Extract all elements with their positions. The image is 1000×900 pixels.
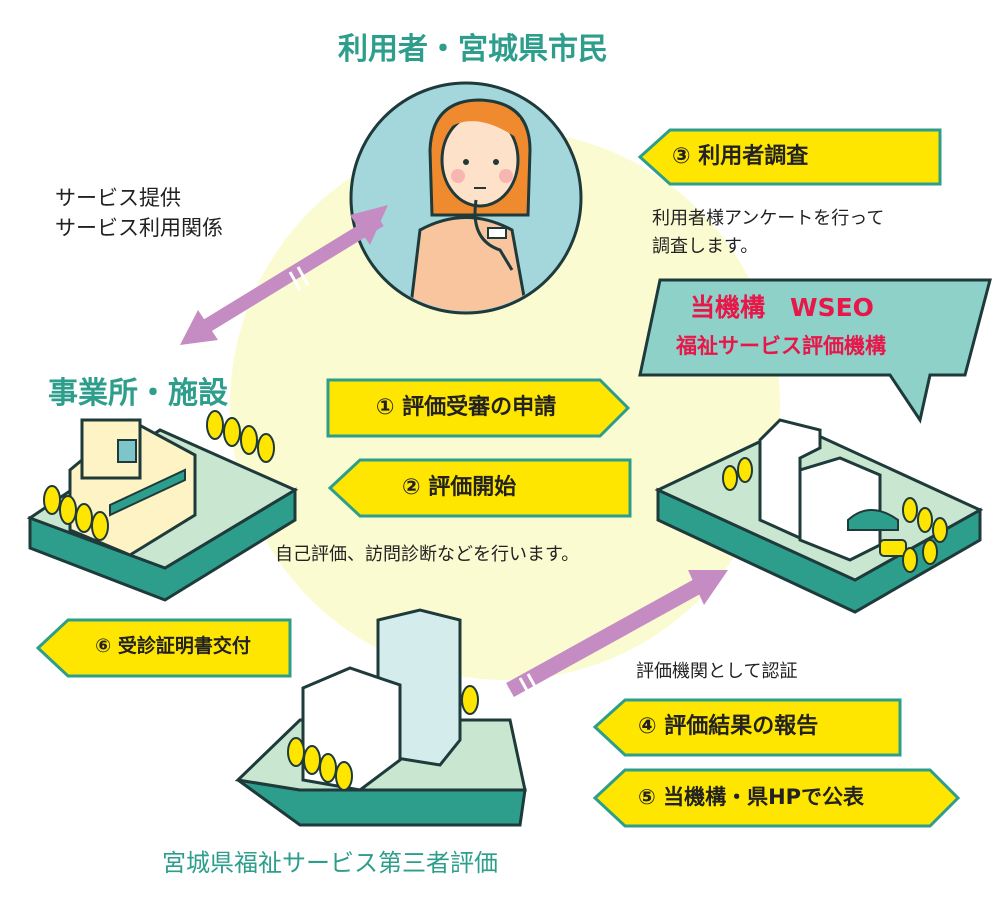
diagram-title: 利用者・宮城県市民 — [338, 32, 608, 67]
miyagi-office-building — [234, 608, 527, 827]
tag-step2-shape — [327, 458, 632, 518]
service-relation-line2: サービス利用関係 — [55, 216, 223, 240]
accreditation-arrow — [506, 570, 728, 698]
tag-survey-shape — [637, 128, 942, 186]
wseo-full-name: 福祉サービス評価機構 — [676, 334, 886, 358]
tag-shapes — [35, 128, 961, 828]
step6-certificate: ⑥ 受診証明書交付 — [95, 635, 251, 657]
step1-apply: ① 評価受審の申請 — [375, 395, 557, 420]
survey-desc-line2: 調査します。 — [652, 236, 759, 257]
step5-publish: ⑤ 当機構・県HPで公表 — [638, 785, 865, 809]
wseo-speech-bubble — [638, 278, 992, 424]
step2-description: 自己評価、訪問診断などを行います。 — [275, 544, 580, 565]
facility-building — [26, 410, 299, 602]
tag-step4-shape — [592, 698, 902, 757]
step2-start: ② 評価開始 — [402, 475, 517, 500]
tag-step6-shape — [35, 618, 292, 678]
accreditation-label: 評価機関として認証 — [636, 661, 798, 682]
user-avatar — [349, 81, 583, 315]
service-relation-line1: サービス提供 — [55, 186, 181, 210]
wseo-name: 当機構 WSEO — [690, 293, 874, 322]
survey-tag: ③ 利用者調査 — [672, 144, 809, 169]
facility-label: 事業所・施設 — [48, 376, 228, 411]
step4-report: ④ 評価結果の報告 — [638, 714, 819, 739]
wseo-building — [654, 418, 984, 614]
tag-step5-shape — [592, 768, 961, 828]
program-label: 宮城県福祉サービス第三者評価 — [162, 849, 498, 877]
survey-desc-line1: 利用者様アンケートを行って — [652, 208, 885, 229]
tag-step1-shape — [326, 378, 631, 438]
service-arrow — [180, 205, 388, 345]
